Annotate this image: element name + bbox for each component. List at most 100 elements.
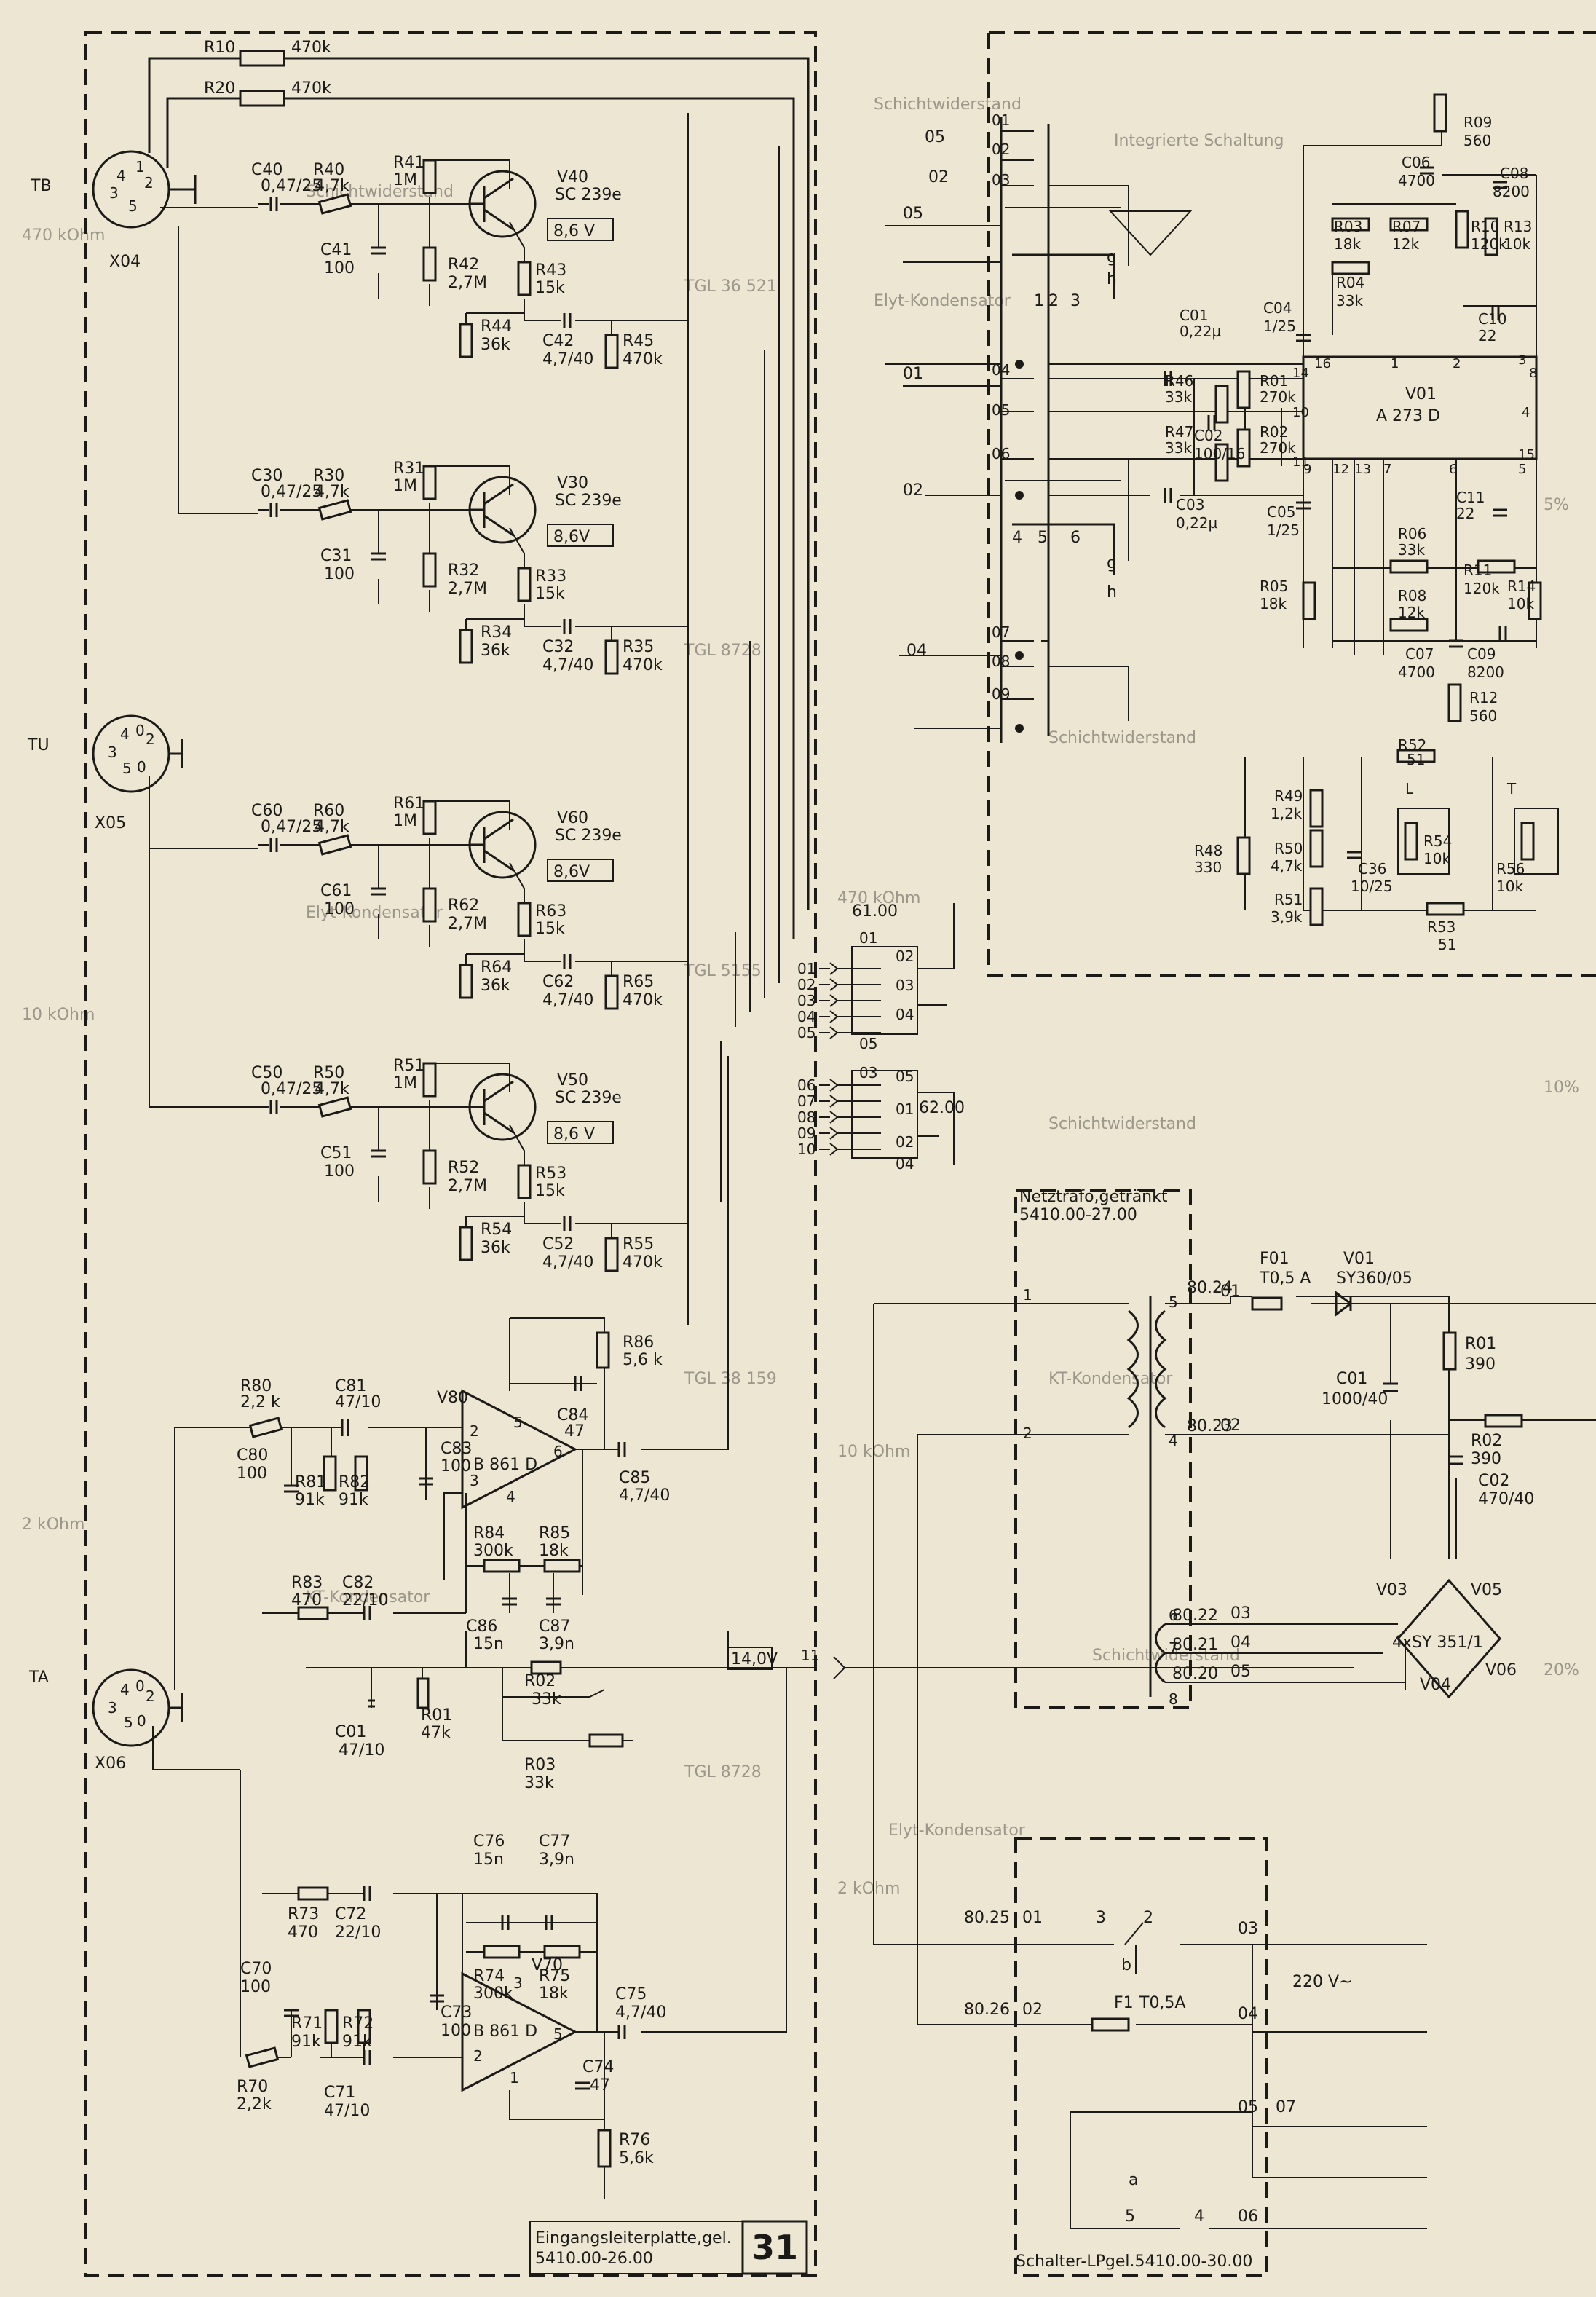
rb-value: 1M xyxy=(393,171,417,189)
ic-part-label: 120k xyxy=(1463,580,1500,597)
opamp-v80-type: B 861 D xyxy=(473,1456,537,1474)
capacitor-c70 xyxy=(284,2009,299,2017)
svg-text:3: 3 xyxy=(108,1699,117,1717)
plug-pin-11: 11 xyxy=(801,1647,819,1664)
svg-text:KT-Kondensator: KT-Kondensator xyxy=(306,1588,430,1607)
svg-text:4: 4 xyxy=(1169,1432,1178,1449)
rb-ref: R31 xyxy=(393,460,424,478)
capacitor-c51 xyxy=(371,1149,386,1158)
svg-text:6: 6 xyxy=(1169,1607,1178,1624)
svg-text:C01: C01 xyxy=(1336,1370,1367,1388)
resistor-r52 xyxy=(422,1149,437,1185)
voltage-label: 8,6V xyxy=(553,528,590,546)
switch-board-section: 80.25 01 80.26 02 03 04 05 07 06 220 V~ … xyxy=(873,1500,1427,2277)
ic-part-label: L xyxy=(1405,780,1414,797)
opamp-v70-ref: V70 xyxy=(532,1956,563,1974)
plug-pin xyxy=(819,1010,881,1023)
svg-text:V06: V06 xyxy=(1485,1661,1517,1679)
rl-value: 36k xyxy=(481,336,510,354)
part-label: 100 xyxy=(441,2022,471,2040)
svg-text:470 kOhm: 470 kOhm xyxy=(22,226,105,245)
svg-text:V05: V05 xyxy=(1471,1581,1502,1599)
ic-part-label: R11 xyxy=(1463,562,1492,579)
svg-text:V01: V01 xyxy=(1343,1250,1375,1268)
svg-text:4: 4 xyxy=(120,725,130,743)
svg-text:01: 01 xyxy=(1022,1909,1043,1927)
part-label: 47k xyxy=(421,1724,451,1742)
mid-wires xyxy=(306,1631,729,1741)
svg-text:470 kOhm: 470 kOhm xyxy=(837,889,920,907)
resistor-r71 xyxy=(324,2009,339,2044)
resistor-r53 xyxy=(1426,902,1465,916)
resistor-r10 xyxy=(239,50,285,67)
part-label: 15n xyxy=(473,1635,504,1653)
part-label: 100 xyxy=(441,1457,471,1475)
ic-part-label: R53 xyxy=(1427,918,1455,936)
block-side-label: 01 xyxy=(859,929,877,947)
block-61-label: 61.00 xyxy=(852,902,898,921)
svg-text:02: 02 xyxy=(1022,2001,1043,2019)
block-side-label: 03 xyxy=(859,1064,877,1081)
switch-terminal: 09 xyxy=(992,685,1010,703)
part-label: R82 xyxy=(339,1473,370,1492)
resistor-r75 xyxy=(543,1945,581,1959)
ic-part-label: R07 xyxy=(1392,218,1421,235)
resistor-r07 xyxy=(1389,217,1429,232)
capacitor-c62 xyxy=(563,954,572,969)
svg-text:4: 4 xyxy=(506,1488,515,1505)
r10-ref: R10 xyxy=(204,39,235,57)
ic-part-label: R56 xyxy=(1496,860,1525,878)
capacitor-c09 xyxy=(1498,626,1507,641)
cout-value: 4,7/40 xyxy=(542,350,593,369)
svg-text:Elyt-Kondensator: Elyt-Kondensator xyxy=(874,292,1011,310)
ic-pin-label: 9 xyxy=(1303,462,1311,477)
ic-part-label: 12k xyxy=(1392,235,1419,253)
ic-part-label: 33k xyxy=(1398,541,1425,559)
rin-ref: R30 xyxy=(313,467,344,485)
ic-v01 xyxy=(1302,355,1538,460)
part-label: C86 xyxy=(466,1618,497,1636)
opamp-v80-section: V80 B 861 D 23 46 5 xyxy=(182,1056,729,1620)
re-value: 15k xyxy=(535,279,565,297)
rout-value: 470k xyxy=(623,350,663,369)
resistor-r02 xyxy=(1484,1414,1523,1428)
capacitor-c82 xyxy=(363,1606,371,1620)
resistor-r76 xyxy=(597,2129,612,2168)
part-label: R76 xyxy=(619,2131,650,2149)
part-label: 3,9n xyxy=(539,1851,574,1869)
svg-text:1000/40: 1000/40 xyxy=(1322,1390,1388,1408)
capacitor-c08 xyxy=(1493,181,1507,189)
rl-value: 36k xyxy=(481,977,510,995)
part-label: 470 xyxy=(288,1923,318,1942)
ic-part-label: 22 xyxy=(1478,327,1496,344)
capacitor-c01 xyxy=(1383,1382,1398,1392)
resistor-r86 xyxy=(596,1331,610,1369)
ic-part-label: R52 xyxy=(1398,736,1426,754)
switch-side-label: 05 xyxy=(903,205,923,223)
transistor-type: SC 239e xyxy=(555,186,622,204)
voltage-label: 8,6V xyxy=(553,863,590,881)
ic-pin-label: 4 xyxy=(1522,405,1530,420)
svg-text:KT-Kondensator: KT-Kondensator xyxy=(1048,1370,1173,1388)
rb-ref: R41 xyxy=(393,154,424,172)
svg-text:4: 4 xyxy=(120,1681,130,1698)
part-label: R72 xyxy=(342,2014,374,2033)
part-label: R84 xyxy=(473,1524,505,1543)
part-label: C83 xyxy=(441,1440,472,1458)
svg-text:5: 5 xyxy=(1169,1293,1178,1311)
svg-text:Schichtwiderstand: Schichtwiderstand xyxy=(1092,1647,1240,1665)
switch-contact-label: 4 xyxy=(1012,529,1022,547)
input-board-frame xyxy=(84,31,817,2277)
svg-text:470/40: 470/40 xyxy=(1478,1490,1534,1508)
part-label: C72 xyxy=(335,1905,366,1923)
svg-text:2: 2 xyxy=(473,2047,483,2065)
resistor-r46 xyxy=(1214,385,1229,424)
svg-text:7: 7 xyxy=(1169,1639,1178,1657)
cin-value: 0,47/25 xyxy=(261,818,322,836)
ic-part-label: R14 xyxy=(1507,578,1536,595)
rin-ref: R40 xyxy=(313,161,344,179)
svg-text:07: 07 xyxy=(1276,2098,1296,2116)
